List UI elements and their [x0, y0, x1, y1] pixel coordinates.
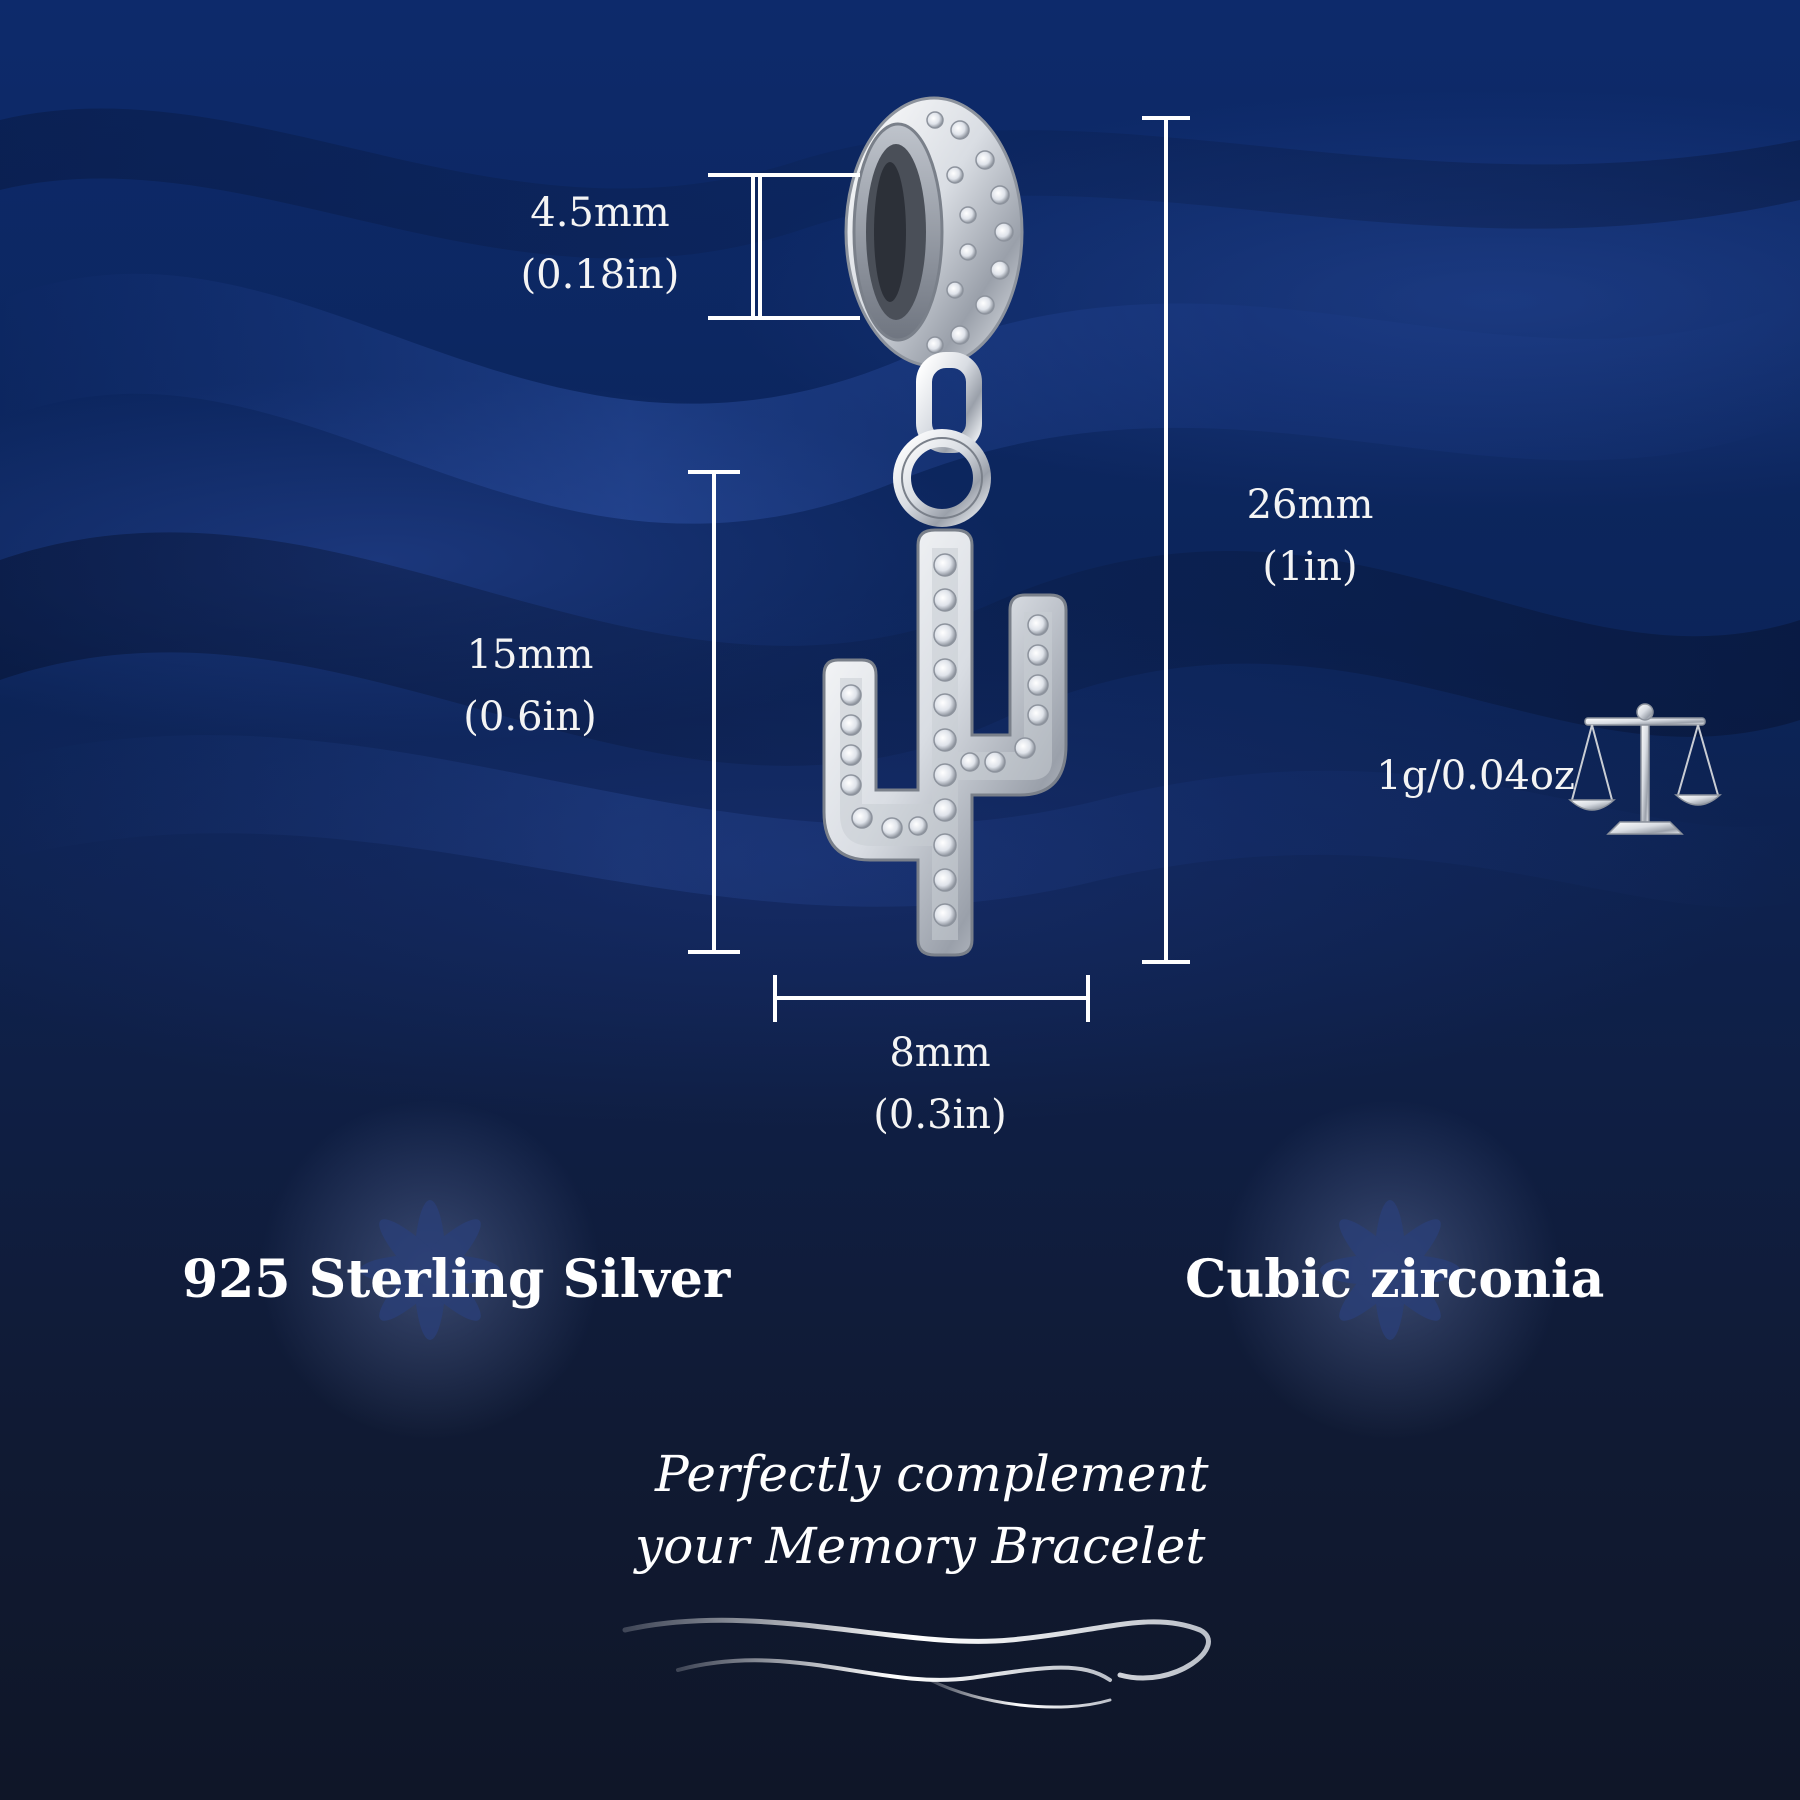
charm-height-inch: (0.6in)	[463, 694, 597, 740]
total-height-inch: (1in)	[1262, 544, 1358, 590]
charm-bail	[893, 352, 991, 527]
hole-dimension-line	[708, 173, 860, 320]
width-mm: 8mm	[889, 1030, 991, 1076]
total-height-mm: 26mm	[1246, 482, 1374, 528]
charm-height-mm: 15mm	[466, 632, 594, 678]
charm-height-label: 15mm (0.6in)	[435, 624, 625, 748]
total-height-label: 26mm (1in)	[1215, 474, 1405, 598]
charm-height-dimension-line	[688, 470, 740, 954]
hole-inch: (0.18in)	[520, 252, 680, 298]
cactus-charm	[822, 528, 1068, 957]
decorative-swoosh	[622, 1617, 1211, 1709]
total-height-dimension-line	[1142, 116, 1190, 964]
width-inch: (0.3in)	[873, 1092, 1007, 1138]
tagline-line-2: your Memory Bracelet	[635, 1517, 1206, 1575]
balance-scale-icon	[1568, 703, 1722, 835]
dimension-lines	[688, 116, 1190, 1022]
width-label: 8mm (0.3in)	[845, 1022, 1035, 1146]
material-cubic-zirconia: Cubic zirconia	[1185, 1249, 1605, 1310]
hole-dimension-label: 4.5mm (0.18in)	[505, 182, 695, 306]
charm-bead	[844, 96, 1024, 368]
flower-icon	[1320, 1200, 1460, 1340]
hole-mm: 4.5mm	[530, 190, 670, 236]
weight-label: 1g/0.04oz	[1376, 753, 1575, 799]
tagline: Perfectly complement your Memory Bracele…	[560, 1438, 1250, 1582]
material-sterling-silver: 925 Sterling Silver	[182, 1249, 731, 1310]
flower-icon	[360, 1200, 500, 1340]
tagline-line-1: Perfectly complement	[655, 1445, 1209, 1503]
width-dimension-line	[773, 975, 1090, 1022]
